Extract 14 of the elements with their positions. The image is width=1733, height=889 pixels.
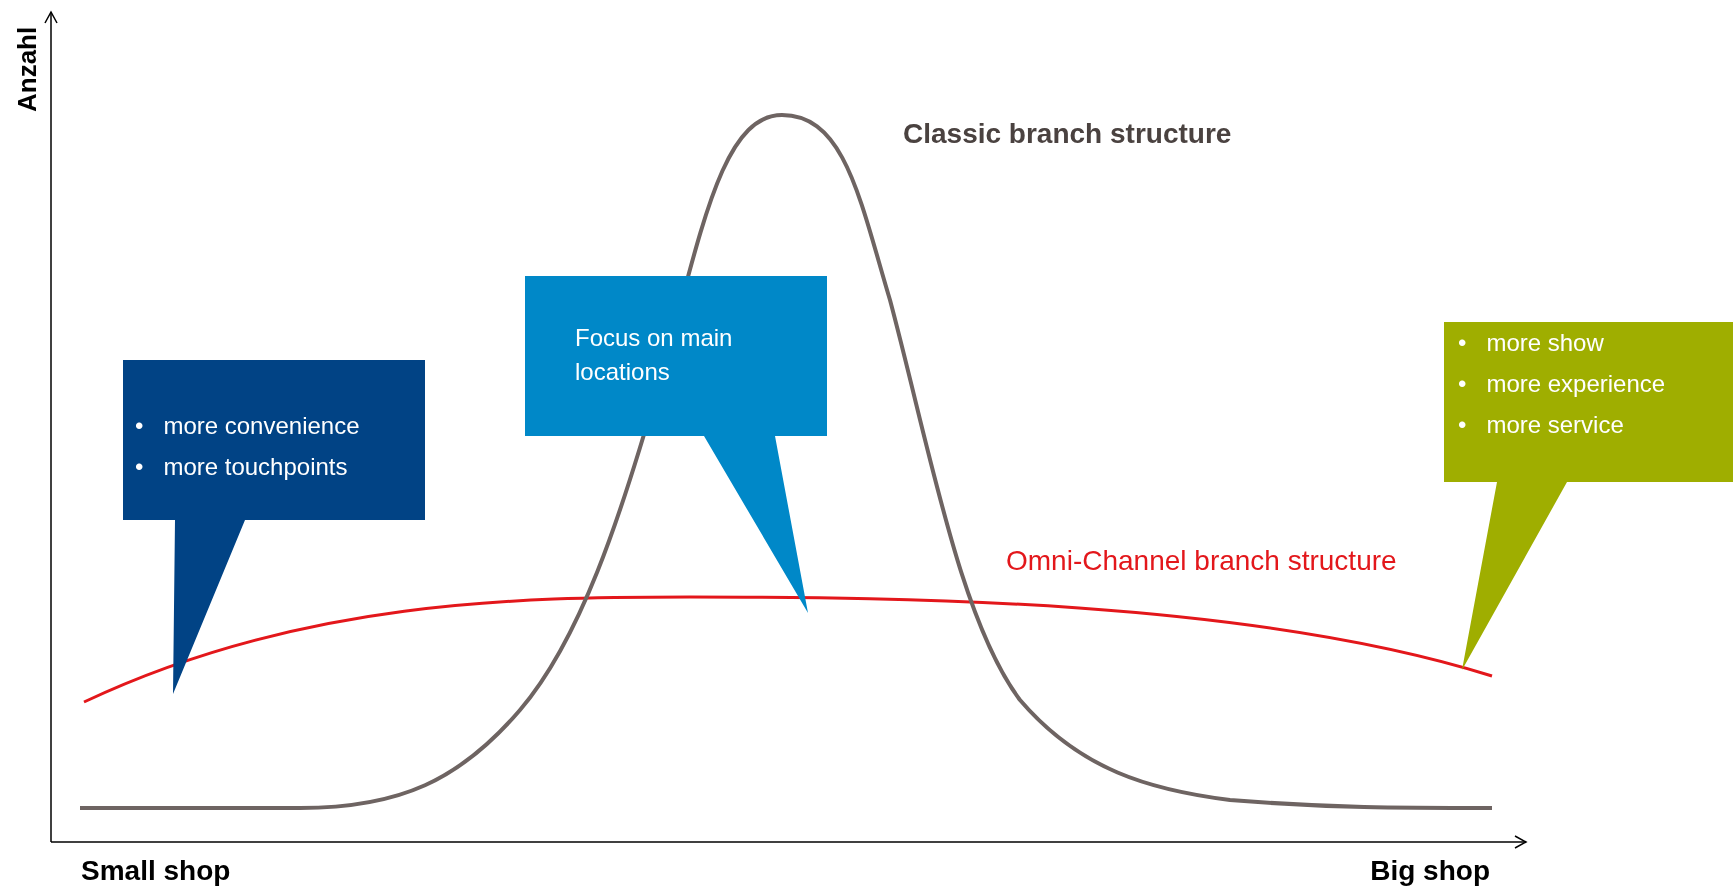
bullet-item: • more show — [1458, 328, 1605, 358]
callout-text: Focus on main locations — [575, 323, 734, 387]
bullet-item: • more touchpoints — [135, 452, 349, 482]
speech-bubble — [123, 360, 425, 694]
axis-label: Big shop — [1370, 855, 1490, 887]
curve-label: Omni-Channel branch structure — [1006, 545, 1397, 577]
speech-bubble — [1444, 322, 1733, 670]
bullet-item: • more experience — [1458, 369, 1666, 399]
axis-label: Small shop — [81, 855, 231, 887]
bullet-item: • more convenience — [135, 411, 360, 441]
speech-bubble — [525, 276, 827, 613]
bullet-item: • more service — [1458, 410, 1625, 440]
axis-title: Anzahl — [12, 26, 43, 112]
curve-label: Classic branch structure — [903, 118, 1232, 150]
